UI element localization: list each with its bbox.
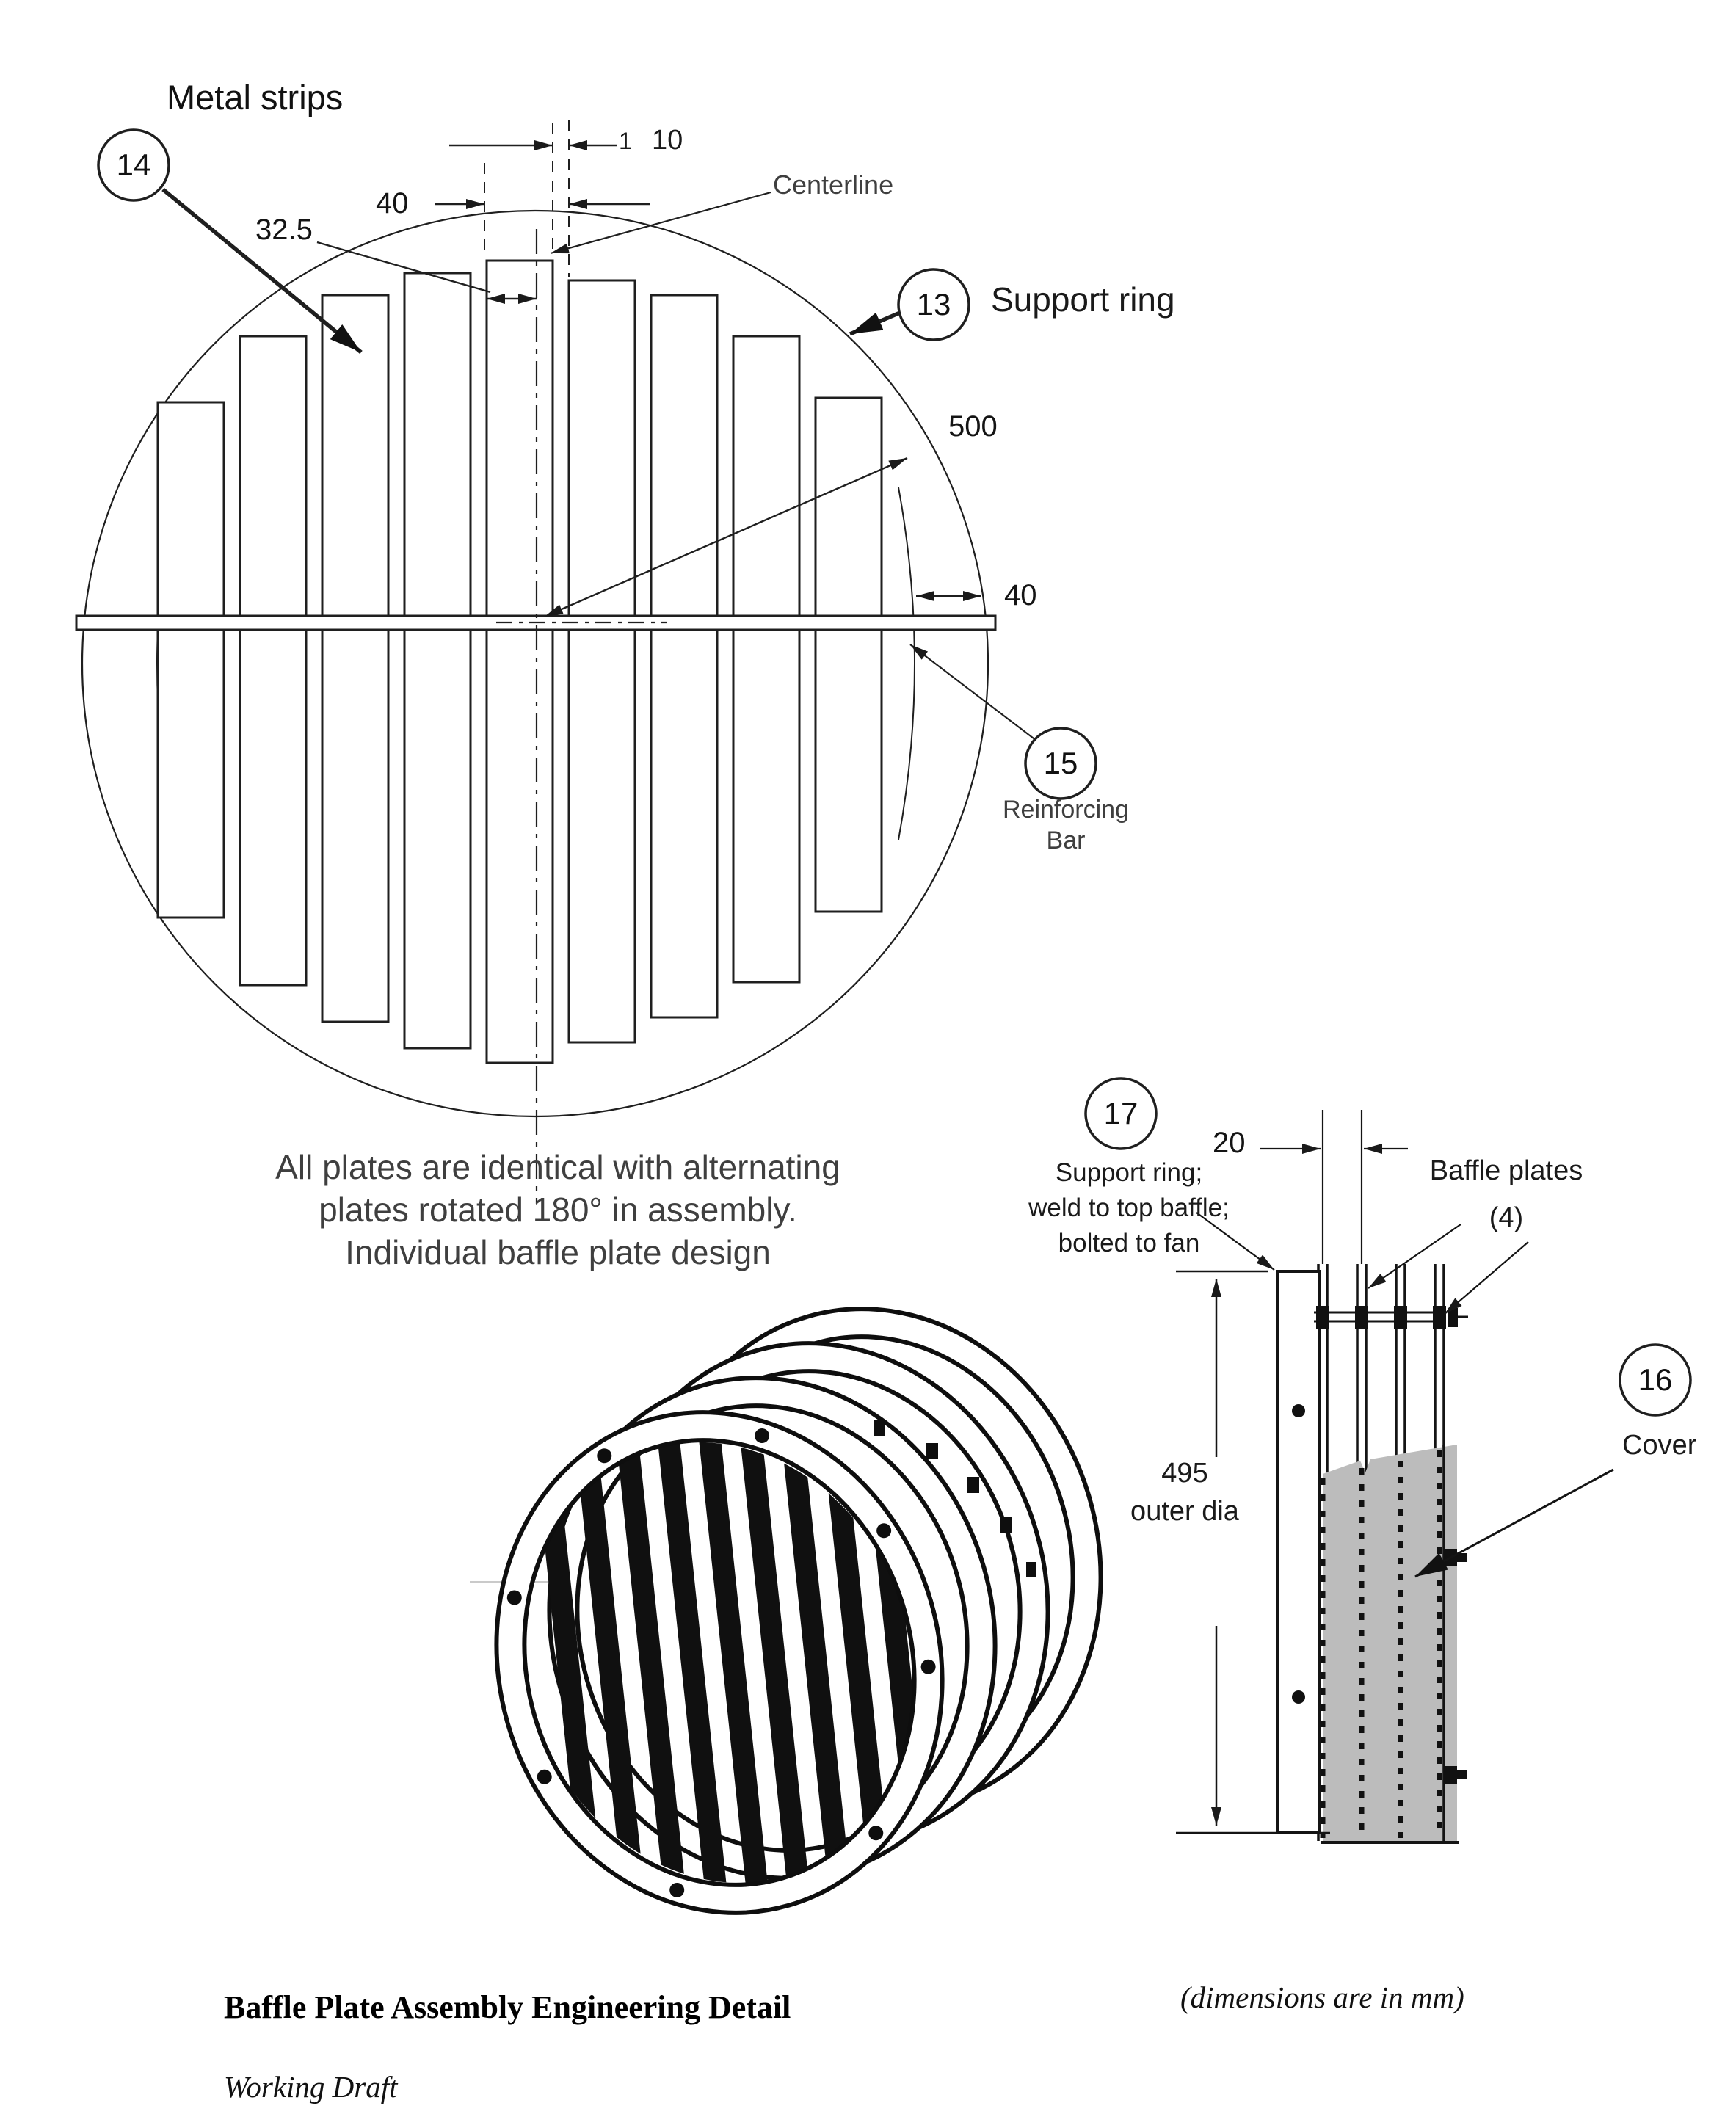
assembly-note-line3: Individual baffle plate design xyxy=(345,1233,771,1271)
centerline-leader xyxy=(550,191,771,255)
sheet-title: Baffle Plate Assembly Engineering Detail xyxy=(224,1989,791,2025)
isometric-bolt-dots xyxy=(506,1428,936,1897)
sheet-subtitle: Working Draft xyxy=(224,2070,398,2104)
dimension-extension-lines xyxy=(484,120,570,277)
baffle-plates-label-line2: (4) xyxy=(1489,1202,1524,1233)
section-bolt-rod xyxy=(1314,1306,1468,1329)
callout-circles xyxy=(97,128,1692,1417)
centerline-label: Centerline xyxy=(773,170,894,200)
isometric-plate-tabs xyxy=(874,1420,1036,1577)
isometric-view xyxy=(470,1307,1103,1943)
cover-label: Cover xyxy=(1622,1430,1697,1461)
reinforcing-bar-label-line1: Reinforcing xyxy=(1003,796,1129,824)
dim-outer-diameter: 500 xyxy=(948,410,998,443)
section-plate-spacing-dimension xyxy=(1260,1110,1408,1264)
metal-strips-label: Metal strips xyxy=(167,78,344,117)
dim-strip-pitch: 40 xyxy=(376,187,409,219)
callout-14: 14 xyxy=(116,148,151,182)
cover-leader xyxy=(1414,1468,1614,1578)
baffle-plates-label-line1: Baffle plates xyxy=(1429,1155,1583,1186)
dim-section-outer-dia-line2: outer dia xyxy=(1130,1496,1239,1527)
reinforcing-bar-label-line2: Bar xyxy=(1046,827,1086,854)
callout-17: 17 xyxy=(1103,1096,1138,1130)
units-note: (dimensions are in mm) xyxy=(1180,1980,1464,2014)
dim-strip-offset: 32.5 xyxy=(255,214,313,246)
dim-strip-gap: 10 xyxy=(652,125,683,156)
metal-strips-arrow xyxy=(161,187,363,355)
support-ring-inner-arc-right xyxy=(898,487,915,840)
callout-13: 13 xyxy=(916,287,951,322)
support-ring-weld-note-line2: weld to top baffle; xyxy=(1028,1194,1230,1222)
callout-15: 15 xyxy=(1043,746,1078,780)
section-hidden-plate-lines xyxy=(1320,1450,1442,1838)
assembly-note-line1: All plates are identical with alternatin… xyxy=(275,1148,840,1186)
support-ring-weld-leader xyxy=(1196,1212,1275,1271)
dim-edge-gap: 1 xyxy=(619,128,632,154)
dim-plate-spacing: 20 xyxy=(1213,1127,1246,1159)
dim-section-outer-dia-line1: 495 xyxy=(1161,1458,1208,1489)
assembly-note-line2: plates rotated 180° in assembly. xyxy=(319,1191,797,1229)
section-view-linework xyxy=(1176,1110,1614,1844)
dimension-lines xyxy=(316,140,981,618)
support-ring-outer-circle xyxy=(81,209,989,1118)
reinforcing-bar-leader xyxy=(909,644,1040,744)
metal-strips xyxy=(156,259,883,1064)
callout-16: 16 xyxy=(1638,1362,1673,1397)
baffle-plates-leader-2 xyxy=(1444,1241,1529,1315)
section-outer-dia-dimension xyxy=(1176,1270,1330,1834)
front-view-linework xyxy=(75,120,1692,1417)
support-ring-weld-note-line1: Support ring; xyxy=(1055,1158,1203,1187)
dim-ring-width: 40 xyxy=(1004,579,1037,611)
section-cover xyxy=(1323,1445,1457,1842)
support-ring-label: Support ring xyxy=(991,280,1175,319)
baffle-plates-leader-1 xyxy=(1368,1224,1461,1289)
section-support-ring xyxy=(1276,1270,1321,1834)
support-ring-weld-note-line3: bolted to fan xyxy=(1058,1229,1200,1257)
